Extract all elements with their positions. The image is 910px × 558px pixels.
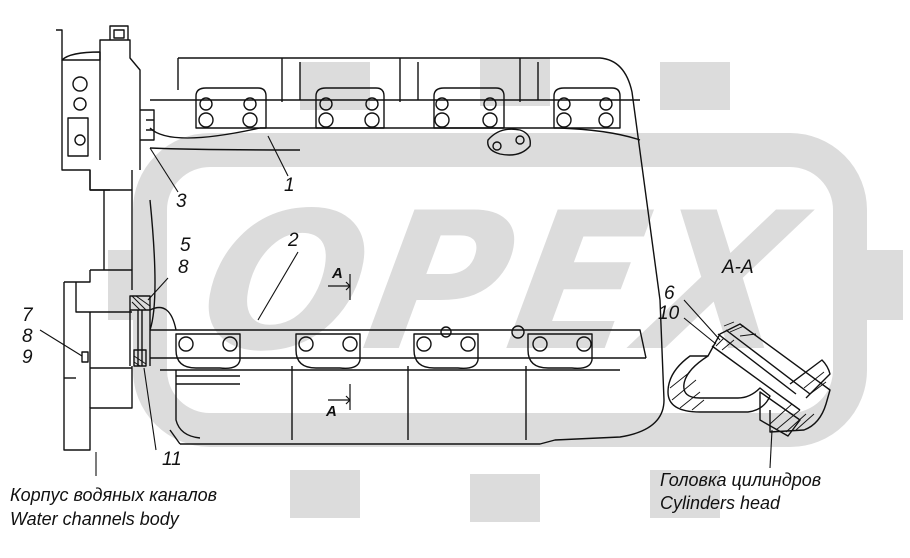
callout-2: 2	[288, 230, 299, 251]
callout-9: 9	[22, 347, 33, 368]
caption-head-en: Cylinders head	[660, 493, 781, 513]
pipe-fitting	[129, 295, 177, 367]
callout-6: 6	[664, 283, 675, 304]
caption-water-ru: Корпус водяных каналов	[10, 485, 218, 505]
caption-water-en: Water channels body	[10, 509, 179, 529]
callout-3: 3	[176, 191, 187, 212]
section-marker-top: A	[332, 265, 343, 282]
callout-5: 5	[180, 235, 191, 256]
callout-1: 1	[284, 175, 295, 196]
upper-exhaust-manifold	[149, 57, 665, 445]
section-marker-bottom: A	[326, 403, 337, 420]
lower-exhaust-manifold	[150, 325, 647, 440]
section-markers	[328, 274, 351, 410]
callout-11: 11	[162, 449, 182, 470]
caption-head-ru: Головка цилиндров	[660, 470, 822, 490]
section-a-a	[667, 321, 831, 437]
leader-lines	[39, 135, 773, 476]
callout-8-upper: 8	[178, 257, 189, 278]
callout-10: 10	[658, 303, 680, 324]
callout-7: 7	[22, 305, 33, 326]
callout-8-lower: 8	[22, 326, 33, 347]
water-channels-body	[56, 25, 155, 451]
section-title: A-A	[722, 257, 754, 278]
